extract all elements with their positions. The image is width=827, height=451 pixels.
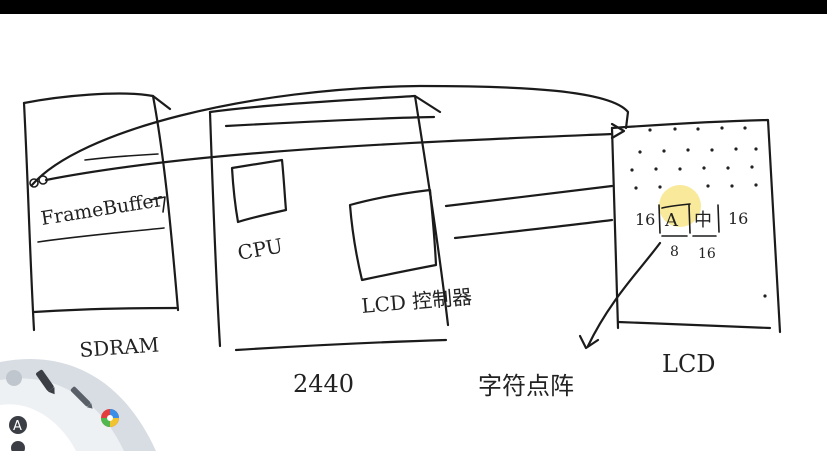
lcd-bottom-edge — [616, 320, 772, 330]
char-height-left: 16 — [635, 210, 655, 229]
soc-caption: 2440 — [293, 370, 354, 398]
soc-left-edge — [208, 110, 222, 348]
cpu-label: CPU — [236, 233, 285, 264]
lcd-panel: 16 A 中 16 8 16 LCD — [610, 118, 782, 378]
lcd-pixel-dots — [630, 126, 767, 298]
text-tool-icon[interactable]: A — [9, 416, 27, 434]
highlighter-icon[interactable] — [70, 386, 95, 411]
lcd-top-right-edge — [610, 118, 782, 334]
soc-inner-top-line — [224, 115, 436, 128]
bus-line-bottom — [453, 218, 614, 240]
pen-icon[interactable] — [35, 369, 58, 397]
framebuffer-to-lcd-arrow-upper — [30, 84, 630, 187]
font-matrix-arrowhead — [578, 334, 600, 350]
sdram-caption: SDRAM — [79, 332, 160, 362]
lcd-left-edge — [610, 126, 620, 330]
soc-bottom-edge — [234, 338, 448, 352]
sdram-divider-top — [84, 153, 159, 161]
framebuffer-to-lcd-arrow-lower — [44, 132, 614, 182]
sdram-top-edge — [22, 92, 172, 111]
framebuffer-start-marker — [29, 178, 39, 188]
framebuffer-label: FrameBuffer — [39, 189, 165, 230]
font-matrix-arrow — [586, 241, 662, 348]
pen-toolbar: A — [0, 358, 156, 451]
sdram-left-edge — [22, 101, 36, 332]
svg-text:A: A — [13, 419, 22, 434]
cursor-highlight — [659, 185, 701, 227]
char-zhong-width: 16 — [698, 246, 716, 262]
framebuffer-bracket — [149, 196, 166, 213]
sdram-bottom-edge — [32, 306, 178, 314]
bus-line-top — [444, 184, 614, 208]
cpu-box — [230, 158, 288, 224]
lcd-caption: LCD — [662, 350, 716, 378]
lcd-controller-box — [348, 188, 438, 282]
top-black-bar — [0, 0, 827, 14]
sdram-right-edge — [151, 94, 180, 312]
framebuffer-arrowhead — [610, 122, 626, 140]
toolbar-extra-button[interactable] — [11, 441, 25, 451]
color-wheel-icon[interactable] — [101, 409, 119, 427]
char-zhong-glyph: 中 — [694, 210, 712, 231]
soc-top-edge — [208, 94, 442, 114]
char-a-glyph: A — [664, 210, 679, 231]
framebuffer-divider-bottom — [37, 227, 165, 243]
lcd-controller-label: LCD 控制器 — [360, 284, 473, 318]
sdram-block: FrameBuffer SDRAM — [22, 92, 180, 362]
char-a-width: 8 — [670, 244, 679, 260]
char-height-right: 16 — [728, 209, 748, 228]
font-matrix-label: 字符点阵 — [478, 372, 574, 400]
